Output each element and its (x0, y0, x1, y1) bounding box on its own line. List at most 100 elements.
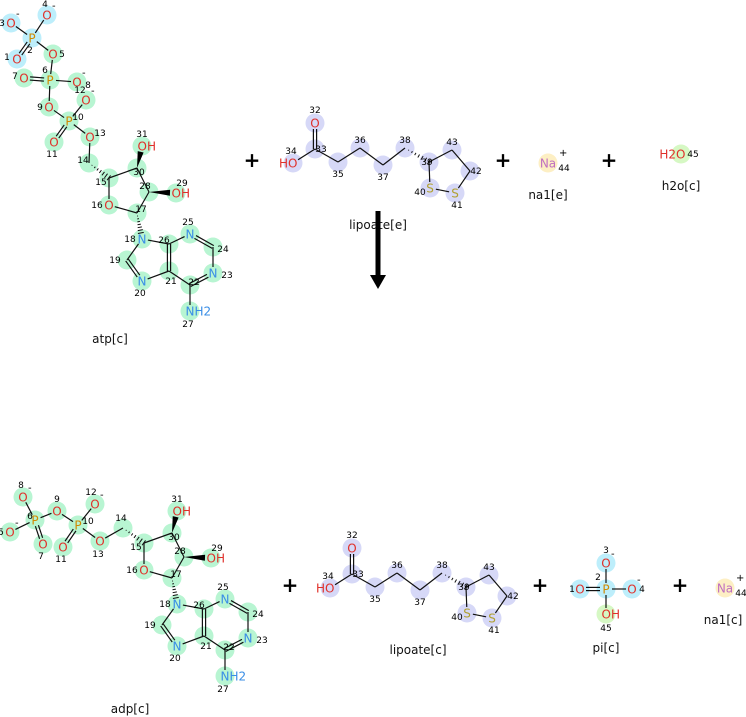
single-bond (48, 85, 51, 102)
wedge-bond (149, 189, 171, 196)
plus-sign: + (601, 148, 618, 172)
single-bond (351, 573, 376, 588)
atom-highlight (596, 553, 616, 573)
atom-number: 7 (38, 552, 44, 562)
atom-label: O (44, 101, 53, 115)
atom-number: 10 (82, 517, 94, 527)
atom-label: O (310, 117, 319, 131)
atom-charge: - (637, 575, 641, 586)
highlight-layer (0, 5, 735, 686)
single-bond (203, 635, 226, 651)
atom-number: 23 (256, 636, 267, 646)
hash-bond (91, 164, 111, 181)
wedge-bond (172, 516, 179, 533)
atom-number: 36 (354, 136, 366, 146)
atom-number: 5 (0, 528, 4, 538)
atom-number: 14 (115, 514, 127, 524)
atom-highlight (40, 70, 60, 90)
atom-label: P (28, 32, 35, 46)
single-bond (36, 41, 49, 51)
atom-number: 44 (558, 164, 570, 174)
single-bond (451, 149, 471, 172)
atom-number: 12 (85, 488, 96, 498)
atom-highlight (445, 183, 465, 203)
compound-name: h2o[c] (662, 179, 701, 193)
single-bond (428, 161, 431, 183)
atom-number: 36 (391, 561, 403, 571)
atom-number: 2 (27, 46, 33, 56)
atom-number: 18 (124, 235, 136, 245)
atom-number: 33 (315, 145, 326, 155)
atom-number: 34 (285, 147, 297, 157)
atom-label: N (138, 275, 147, 289)
double-bond (21, 43, 31, 56)
atom-highlight (90, 531, 110, 551)
compound-name: adp[c] (111, 702, 150, 716)
single-bond (136, 167, 150, 193)
single-bond (126, 243, 140, 261)
double-bond (37, 524, 44, 538)
compound-name: atp[c] (92, 332, 128, 346)
single-bond (34, 19, 45, 34)
plus-sign: + (244, 148, 261, 172)
atom-label: OH (172, 187, 190, 201)
atom-number: 38 (399, 136, 411, 146)
single-bond (136, 191, 150, 214)
single-bond (88, 142, 91, 164)
atom-number: 39 (421, 158, 433, 168)
atom-number: 19 (144, 621, 156, 631)
atom-number: 17 (170, 570, 181, 580)
atom-label: OH (138, 140, 156, 154)
atom-highlight (76, 90, 96, 110)
atom-highlight (1, 13, 21, 33)
single-bond (182, 604, 205, 610)
atom-label: P (602, 583, 609, 597)
atom-number: 22 (223, 643, 234, 653)
atom-highlight (166, 183, 186, 203)
single-bond (147, 239, 170, 245)
single-bond (428, 149, 453, 163)
atom-number: 20 (169, 654, 181, 664)
atom-number: 9 (37, 103, 43, 113)
atom-label: OH (173, 505, 191, 519)
atom-charge: + (736, 573, 744, 584)
atom-number: 12 (74, 86, 85, 96)
atom-highlight (180, 301, 200, 321)
atom-number: 32 (346, 531, 357, 541)
atom-label: N (173, 640, 182, 654)
atom-label: NH2 (221, 670, 247, 684)
double-bond (18, 41, 28, 54)
atom-label: NH2 (186, 305, 212, 319)
atom-highlight (538, 153, 558, 173)
atom-highlight (33, 534, 53, 554)
atom-charge: - (82, 68, 86, 79)
single-bond (457, 170, 471, 189)
atom-number: 26 (158, 236, 170, 246)
atom-number: 37 (377, 173, 388, 183)
atom-label: O (42, 9, 51, 23)
atom-number: 39 (458, 583, 470, 593)
atom-label: HO (279, 157, 297, 171)
bond-layer (15, 19, 626, 670)
single-bond (203, 601, 220, 610)
atom-number: 23 (221, 271, 232, 281)
atom-highlight (132, 229, 152, 249)
atom-label: OH (207, 552, 225, 566)
single-bond (15, 25, 28, 36)
atom-highlight (37, 5, 57, 25)
single-bond (108, 167, 138, 179)
hash-bond (137, 215, 144, 234)
double-bond (188, 273, 208, 285)
atom-number: 27 (217, 685, 228, 695)
atom-number: 15 (130, 543, 141, 553)
atom-label: O (18, 491, 27, 505)
atom-number: 42 (507, 592, 518, 602)
atom-highlight (482, 608, 502, 628)
atom-number: 7 (12, 72, 18, 82)
atom-number: 31 (136, 130, 147, 140)
atom-label: S (463, 607, 471, 621)
